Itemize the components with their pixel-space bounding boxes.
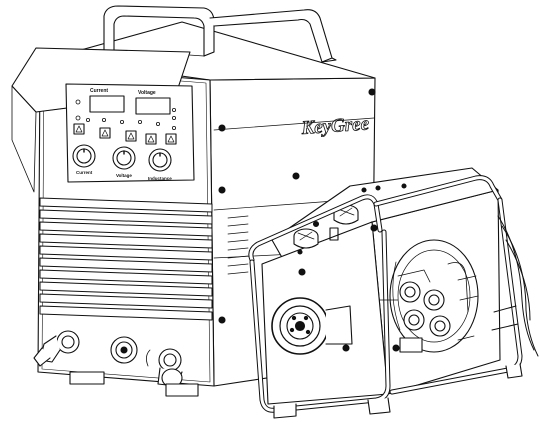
display-right-label: Voltage: [138, 90, 156, 96]
mode-button[interactable]: [99, 127, 111, 139]
knob-label-voltage: Voltage: [116, 173, 132, 178]
brand-logo: KeyGree: [300, 113, 370, 139]
display-left-label: Current: [90, 88, 108, 94]
voltage-display: [135, 97, 171, 115]
wire-feeder: [248, 167, 539, 419]
knob-label-inductance: Inductance: [148, 176, 172, 181]
welder-machine: Current Voltage: [11, 5, 376, 397]
handle-icon: [103, 5, 337, 63]
connector-icon[interactable]: [271, 297, 353, 355]
mode-button[interactable]: [165, 133, 177, 145]
mode-buttons[interactable]: [73, 123, 177, 145]
current-display: [89, 95, 125, 113]
knob-label-current: Current: [76, 170, 93, 175]
feeder-feet: [273, 363, 523, 419]
cables: [491, 215, 539, 357]
drive-roller-icon: [379, 262, 479, 353]
side-vents: [227, 215, 249, 275]
control-panel: Current Voltage: [65, 83, 195, 183]
mode-button[interactable]: [73, 123, 85, 135]
knob-icon[interactable]: [72, 144, 172, 172]
mode-button[interactable]: [145, 133, 157, 145]
indicator-leds: [75, 99, 176, 131]
front-vents: [39, 197, 213, 321]
mode-button[interactable]: [125, 130, 137, 142]
connector-icon[interactable]: [33, 330, 183, 388]
